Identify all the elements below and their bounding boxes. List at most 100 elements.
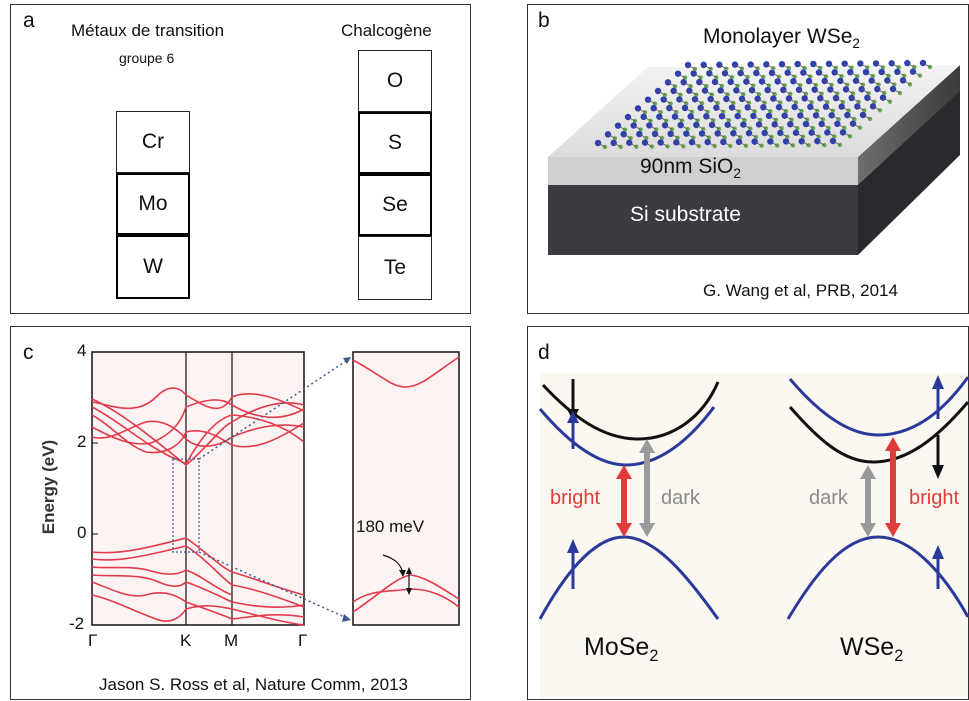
connector-arrows: [198, 358, 350, 620]
selenium-atom: [705, 109, 710, 115]
atomic-bond: [747, 107, 755, 112]
atomic-bond: [777, 81, 785, 86]
atomic-bond: [803, 72, 811, 77]
atomic-bond: [804, 97, 812, 103]
atomic-bond: [841, 106, 849, 111]
tungsten-atom: [713, 104, 720, 111]
wse2-blue-upper: [788, 376, 969, 437]
atomic-bond: [700, 107, 708, 113]
atomic-bond: [761, 81, 770, 86]
tungsten-atom: [753, 69, 760, 77]
atomic-bond: [629, 142, 637, 148]
selenium-atom: [836, 117, 841, 122]
panel-c-citation: Jason S. Ross et al, Nature Comm, 2013: [99, 675, 408, 694]
panel-d-label: d: [538, 341, 550, 364]
atomic-bond: [842, 131, 851, 137]
splitting-label: 180 meV: [356, 517, 425, 536]
atomic-bond: [824, 80, 832, 86]
selenium-atom: [745, 74, 750, 80]
atomic-bond: [627, 116, 636, 122]
selenium-atom: [789, 117, 794, 122]
x-tick-m: M: [224, 631, 239, 650]
selenium-atom: [763, 126, 769, 131]
atomic-bond: [825, 106, 834, 112]
tungsten-atom: [706, 70, 713, 77]
atomic-bond: [907, 62, 915, 68]
atomic-bond: [887, 80, 895, 85]
atomic-bond: [690, 116, 698, 121]
selenium-atom: [860, 82, 866, 87]
selenium-atom: [766, 83, 772, 88]
tungsten-atom: [909, 68, 917, 75]
atomic-bond: [872, 105, 881, 111]
monolayer-label-text: Monolayer WSe: [703, 25, 853, 48]
tungsten-atom: [857, 60, 864, 67]
selenium-atom: [752, 109, 757, 114]
tungsten-atom: [696, 78, 703, 86]
selenium-atom: [665, 144, 670, 149]
element-cell-se: Se: [358, 174, 432, 236]
selenium-atom: [668, 101, 673, 106]
selenium-atom: [769, 134, 774, 140]
atomic-bond: [724, 72, 733, 78]
atomic-bond: [664, 124, 673, 130]
atomic-bond: [845, 89, 854, 94]
monolayer-lattice: [594, 59, 933, 150]
atomic-bond: [679, 99, 687, 104]
atomic-bond: [659, 116, 667, 122]
atomic-bond: [912, 71, 921, 77]
selenium-atom: [709, 92, 715, 97]
atomic-bond: [730, 81, 738, 87]
oxide-label-sub: 2: [733, 166, 741, 182]
mose2-blue-conduction: [538, 406, 716, 467]
selenium-atom: [833, 65, 839, 70]
tungsten-atom: [814, 137, 821, 145]
selenium-atom: [699, 101, 705, 106]
atomic-bond: [639, 133, 647, 139]
atomic-bond: [797, 63, 805, 69]
panel-c-label: c: [23, 341, 34, 364]
atomic-bond: [855, 80, 864, 86]
tungsten-atom: [802, 120, 810, 128]
selenium-atom: [850, 91, 856, 96]
monolayer-label: Monolayer WSe2: [703, 25, 860, 51]
atomic-bond: [811, 132, 819, 137]
atomic-bond: [764, 132, 772, 138]
atomic-bond: [714, 81, 723, 87]
atomic-bond: [689, 90, 697, 96]
exciton-diagram: [538, 373, 969, 698]
atomic-bond: [617, 125, 626, 131]
selenium-atom: [839, 74, 844, 79]
main-plot-frame: [91, 351, 305, 626]
atomic-bond: [746, 81, 754, 87]
atomic-bond: [850, 71, 858, 77]
panel-b: b Monolayer WSe2 90nm SiO2 Si substrate …: [527, 4, 969, 314]
tungsten-atom: [740, 121, 747, 128]
atomic-bond: [654, 133, 663, 139]
atomic-bond: [860, 63, 868, 68]
atomic-bond: [723, 141, 731, 147]
tungsten-atom: [879, 94, 887, 101]
atomic-bond: [805, 123, 814, 129]
selenium-atom: [735, 83, 740, 89]
wse2-blue-valence: [786, 535, 969, 620]
tungsten-atom: [716, 61, 723, 68]
atomic-bond: [637, 107, 646, 113]
tungsten-atom: [808, 129, 815, 136]
atomic-bond: [657, 90, 666, 96]
atomic-bond: [902, 79, 911, 85]
atomic-bond: [748, 132, 757, 138]
atomic-bond: [706, 115, 714, 121]
selenium-atom: [618, 144, 623, 150]
atomic-bond: [757, 98, 765, 104]
atomic-bond: [877, 88, 885, 94]
tungsten-atom: [828, 112, 835, 119]
atomic-bond: [774, 123, 782, 129]
substrate-label: Si substrate: [630, 203, 741, 226]
tungsten-atom: [919, 59, 927, 67]
atomic-bond: [684, 107, 693, 113]
atomic-bond: [840, 80, 848, 86]
y-tick-4: 4: [77, 341, 87, 360]
atomic-bond: [827, 132, 835, 137]
tungsten-atom: [720, 138, 727, 146]
